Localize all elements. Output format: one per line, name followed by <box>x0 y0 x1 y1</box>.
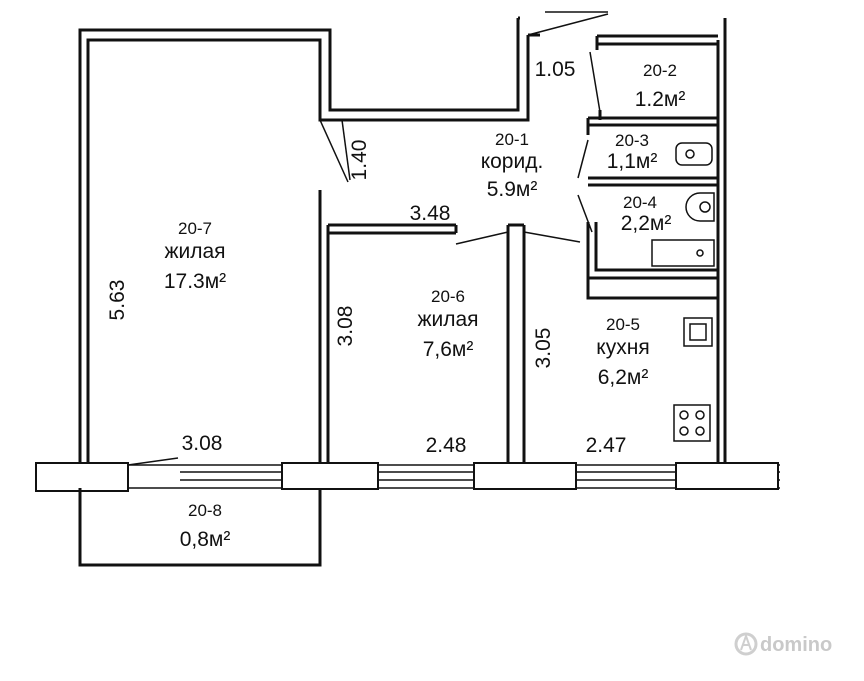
kitchen-corridor-wall <box>586 235 718 300</box>
leader-1-40 <box>341 119 351 181</box>
inner-wall-left <box>86 35 530 465</box>
door-top-corridor <box>527 13 609 36</box>
room-area: 7,6м² <box>423 338 474 361</box>
leader-3-08 <box>127 457 179 466</box>
door-20-6 <box>455 231 509 245</box>
room-20-2-label: 20-2 1.2м² <box>635 61 686 111</box>
room-area: 6,2м² <box>598 366 649 389</box>
room-area: 1.2м² <box>635 88 686 111</box>
room-name: жилая <box>417 308 478 331</box>
room-id: 20-4 <box>623 193 657 212</box>
sink-icon <box>675 142 713 166</box>
room-name: корид. <box>481 150 544 173</box>
dimension-2-47: 2.47 <box>586 434 627 457</box>
room-20-6-label: 20-6 жилая 7,6м² <box>417 287 478 361</box>
door-20-2 <box>589 51 601 113</box>
room-20-8-label: 20-8 0,8м² <box>180 501 231 551</box>
dimension-3-05: 3.05 <box>532 328 555 369</box>
door-20-3 <box>577 139 589 179</box>
watermark-text: domino <box>760 634 832 656</box>
right-outer-wall <box>716 18 727 465</box>
room-name: жилая <box>164 240 225 263</box>
watermark-logo-icon <box>734 632 758 656</box>
stove-icon <box>673 404 711 442</box>
pier-2 <box>281 462 379 490</box>
dimension-1-40: 1.40 <box>348 140 371 181</box>
dimension-5-63: 5.63 <box>106 280 129 321</box>
room-id: 20-6 <box>431 287 465 306</box>
room-area: 2,2м² <box>621 212 672 235</box>
watermark: domino <box>734 632 832 656</box>
dimension-2-48: 2.48 <box>426 434 467 457</box>
room-20-2-walls <box>595 34 718 120</box>
doors <box>319 11 609 245</box>
room-id: 20-1 <box>495 130 529 149</box>
walls <box>78 16 727 465</box>
room-id: 20-5 <box>606 315 640 334</box>
partition-3-48 <box>318 190 458 465</box>
room-area: 0,8м² <box>180 528 231 551</box>
dimension-3-08-vertical: 3.08 <box>334 306 357 347</box>
kitchen-sink-icon <box>683 317 713 347</box>
room-id: 20-2 <box>643 61 677 80</box>
pier-4 <box>675 462 779 490</box>
door-20-5 <box>523 231 581 243</box>
room-area: 5.9м² <box>487 178 538 201</box>
pier-1 <box>35 462 129 492</box>
dimension-3-48: 3.48 <box>410 202 451 225</box>
window-wall <box>35 462 780 567</box>
room-20-3-walls <box>586 116 718 187</box>
room-area: 17.3м² <box>164 270 226 293</box>
pier-3 <box>473 462 577 490</box>
room-20-4-label: 20-4 2,2м² <box>621 193 672 235</box>
dimension-3-08-horizontal: 3.08 <box>182 432 223 455</box>
bathtub-icon <box>651 239 715 267</box>
dimension-1-05: 1.05 <box>535 58 576 81</box>
partition-20-6-20-5 <box>506 223 526 465</box>
fixtures <box>651 142 715 442</box>
room-id: 20-3 <box>615 131 649 150</box>
room-area: 1,1м² <box>607 150 658 173</box>
door-20-4 <box>577 194 593 233</box>
room-20-7-walls <box>78 18 520 465</box>
room-id: 20-7 <box>178 219 212 238</box>
room-20-7-label: 20-7 жилая 17.3м² <box>164 219 226 293</box>
toilet-icon <box>685 192 715 222</box>
door-20-7 <box>319 119 349 183</box>
room-20-3-label: 20-3 1,1м² <box>607 131 658 173</box>
room-20-1-label: 20-1 корид. 5.9м² <box>481 130 544 201</box>
room-id: 20-8 <box>188 501 222 520</box>
room-20-5-label: 20-5 кухня 6,2м² <box>596 315 649 389</box>
dimension-leaders <box>127 119 351 466</box>
room-name: кухня <box>596 336 649 359</box>
balcony-20-8 <box>78 488 322 567</box>
